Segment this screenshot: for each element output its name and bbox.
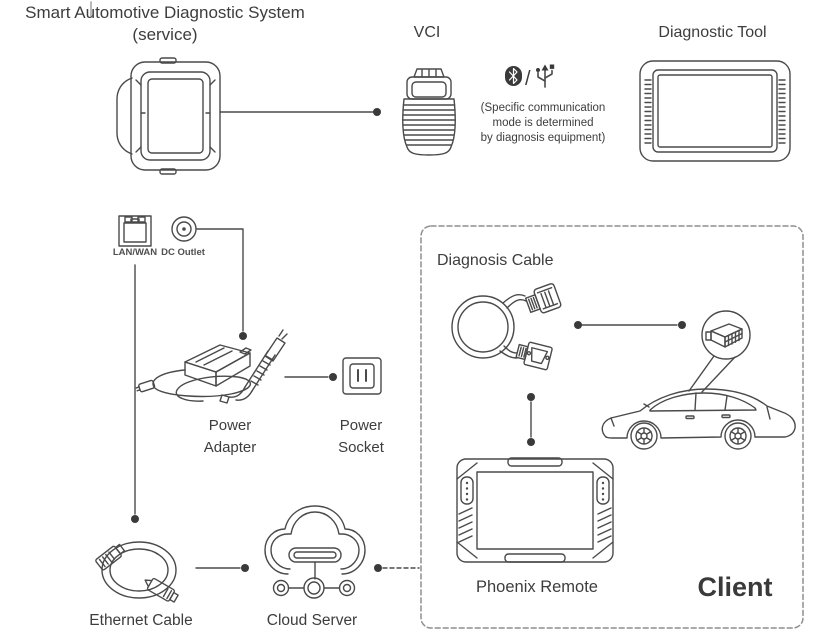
diagnostic-tool-illustration	[639, 60, 791, 162]
power-socket-label: Power Socket	[338, 417, 384, 456]
client-group-box	[420, 225, 804, 629]
diagnosis-cable-label: Diagnosis Cable	[437, 252, 554, 269]
dc-outlet-icon	[171, 216, 197, 242]
power-adapter-illustration	[135, 329, 288, 404]
communication-mode-note-line3: by diagnosis equipment)	[480, 132, 606, 144]
lan-wan-port-icon	[118, 215, 152, 247]
vci-label: VCI	[413, 24, 441, 41]
diagnostic-tool-label: Diagnostic Tool	[658, 24, 767, 41]
cloud-server-label: Cloud Server	[266, 612, 358, 629]
connector-dots	[131, 108, 686, 572]
power-socket-icon	[342, 357, 382, 395]
ethernet-cable-illustration	[95, 541, 179, 603]
cloud-server-icon	[264, 505, 366, 599]
diagram-title-block: Smart Automotive Diagnostic System (serv…	[0, 2, 330, 46]
obd-port-callout	[688, 310, 751, 393]
communication-mode-note-line2: mode is determined	[492, 117, 594, 129]
diagnosis-cable-illustration	[451, 283, 562, 371]
phoenix-remote-illustration	[456, 457, 614, 563]
ethernet-cable-label: Ethernet Cable	[89, 612, 193, 629]
diagnostic-server-illustration	[116, 57, 221, 175]
communication-mode-note: (Specific communication mode is determin…	[448, 101, 638, 146]
comm-separator: /	[525, 68, 531, 90]
lan-wan-label: LAN/WAN	[112, 247, 158, 258]
usb-icon	[536, 64, 555, 88]
phoenix-remote-label: Phoenix Remote	[476, 578, 598, 596]
power-adapter-label: Power Adapter	[203, 417, 257, 456]
connector-lines	[134, 111, 678, 569]
vci-illustration	[402, 68, 456, 156]
page-title: Smart Automotive Diagnostic System	[25, 3, 305, 22]
communication-mode-note-line1: (Specific communication	[480, 102, 606, 114]
dc-outlet-label: DC Outlet	[161, 247, 205, 258]
bluetooth-icon	[505, 66, 522, 86]
vehicle-illustration	[601, 388, 796, 450]
client-label: Client	[697, 572, 773, 602]
page-subtitle: (service)	[132, 25, 198, 44]
